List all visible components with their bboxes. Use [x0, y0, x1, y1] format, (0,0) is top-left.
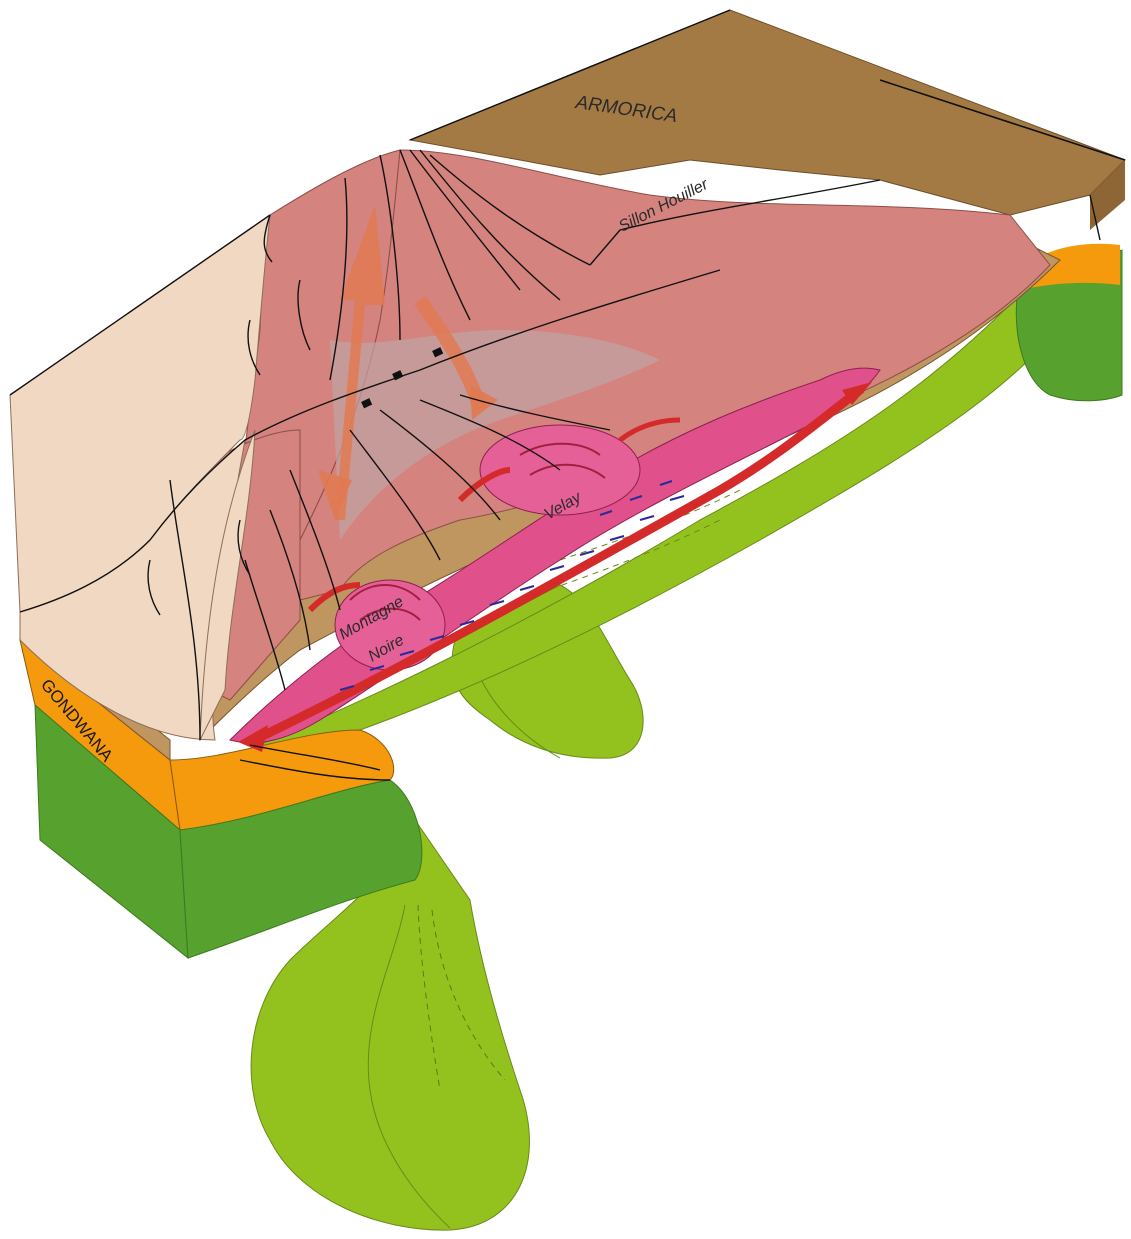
- geology-block-diagram: ARMORICA Sillon Houiller Velay Montagne …: [0, 0, 1131, 1239]
